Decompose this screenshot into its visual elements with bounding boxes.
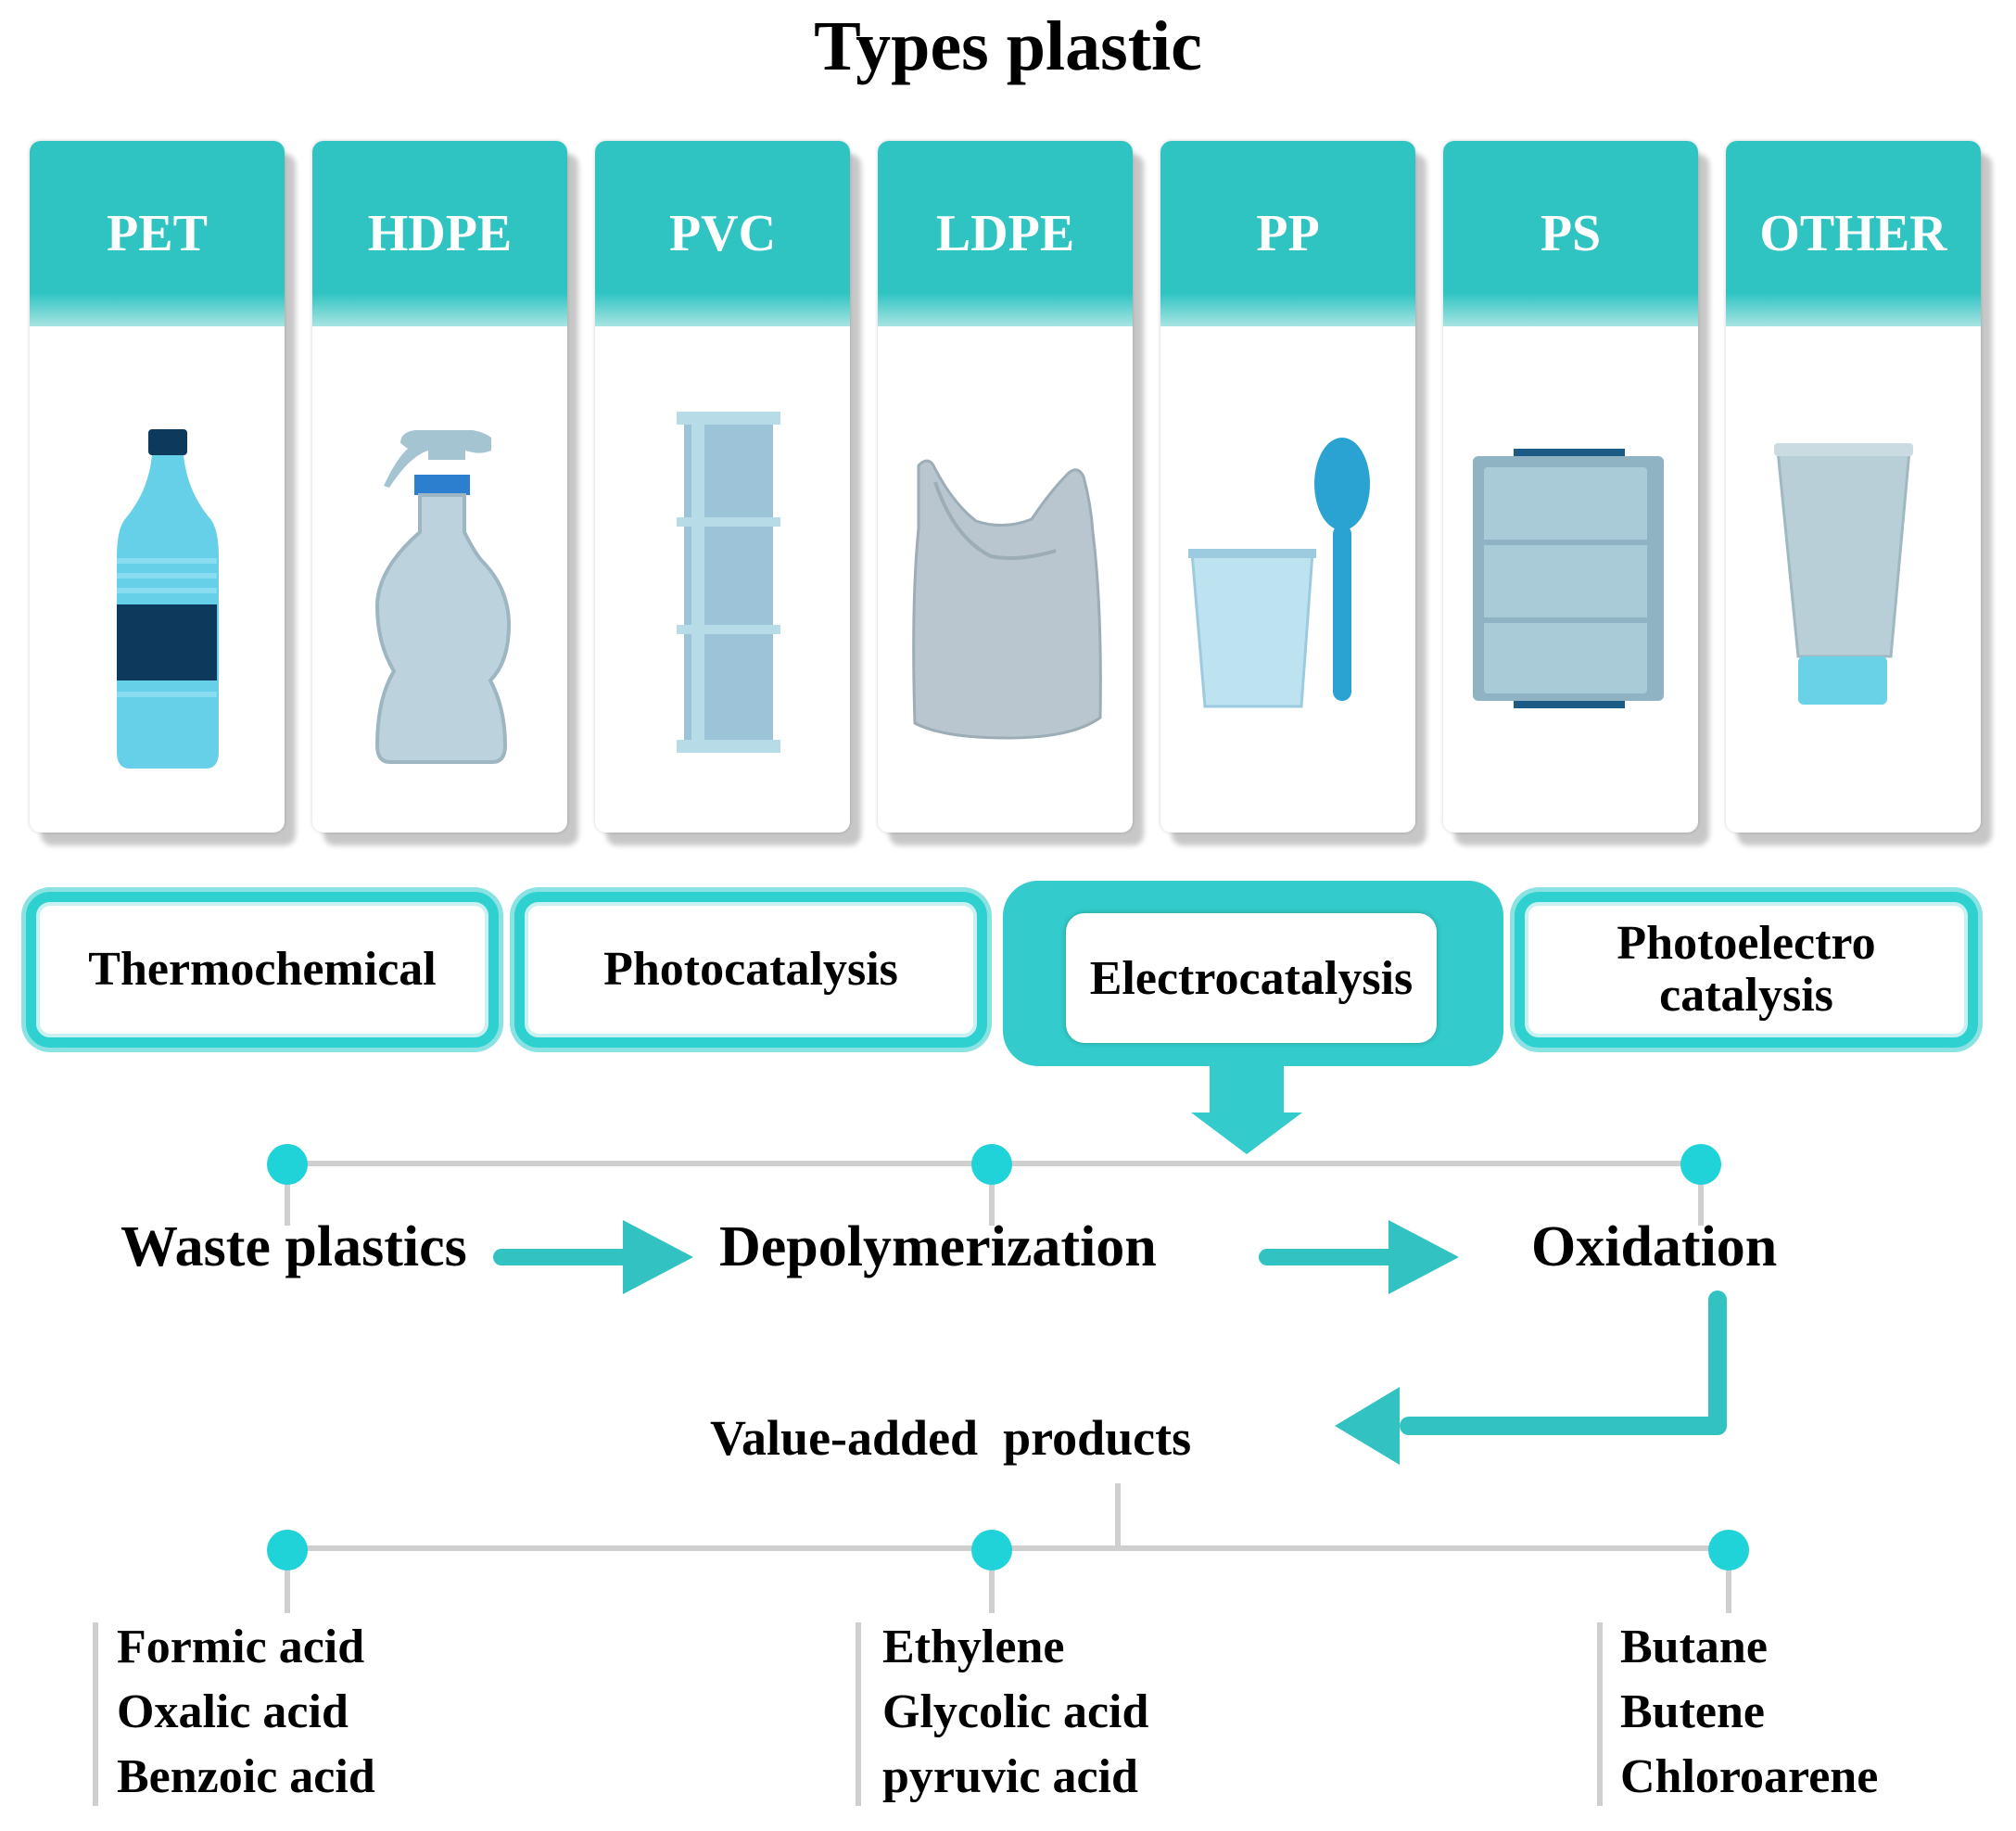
plastic-label: PP: [1160, 141, 1415, 326]
method-photocatalysis: Photocatalysis: [514, 892, 987, 1048]
food-container-icon: [1473, 449, 1664, 708]
step-depolymerization: Depolymerization: [719, 1215, 1157, 1278]
pipe-icon: [677, 412, 780, 753]
plastic-label: HDPE: [312, 141, 567, 326]
method-electrocatalysis: Electrocatalysis: [1066, 913, 1437, 1043]
product-item: Ethylene: [882, 1621, 1065, 1673]
spray-bottle-icon: [374, 430, 512, 764]
step-oxidation: Oxidation: [1531, 1215, 1778, 1278]
product-item: Glycolic acid: [882, 1685, 1149, 1738]
product-list-acids: Formic acid Oxalic acid Benzoic acid: [117, 1615, 375, 1810]
timeline-dot: [1708, 1530, 1749, 1570]
product-item: Butane: [1620, 1621, 1768, 1673]
page-title: Types plastic: [814, 7, 1202, 85]
plastic-bag-icon: [912, 459, 1102, 740]
plastic-label: PVC: [595, 141, 850, 326]
plastic-label: PS: [1443, 141, 1698, 326]
product-item: Benzoic acid: [117, 1750, 375, 1803]
tube-icon: [1774, 443, 1913, 705]
product-item: Butene: [1620, 1685, 1765, 1738]
method-label: Photoelectro catalysis: [1617, 917, 1876, 1022]
method-thermochemical: Thermochemical: [26, 892, 499, 1048]
timeline-dot: [267, 1530, 308, 1570]
plastic-card-ps: PS: [1443, 141, 1698, 833]
right-arrow-icon: [1259, 1220, 1459, 1294]
product-item: Oxalic acid: [117, 1685, 349, 1738]
products-title: Value-added products: [710, 1410, 1192, 1466]
right-arrow-icon: [493, 1220, 693, 1294]
product-item: Chloroarene: [1620, 1750, 1879, 1803]
plastic-label: LDPE: [878, 141, 1133, 326]
method-label: Photocatalysis: [603, 943, 898, 996]
down-arrow-icon: [1191, 1055, 1302, 1154]
timeline-dot: [267, 1144, 308, 1185]
step-waste-plastics: Waste plastics: [120, 1215, 467, 1278]
plastic-label: PET: [30, 141, 285, 326]
plastic-label: OTHER: [1726, 141, 1981, 326]
method-label: Thermochemical: [88, 943, 437, 996]
method-photoelectrocatalysis: Photoelectro catalysis: [1515, 892, 1978, 1048]
timeline-dot: [1680, 1144, 1721, 1185]
product-list-butane: Butane Butene Chloroarene: [1620, 1615, 1878, 1810]
plastic-card-pvc: PVC: [595, 141, 850, 833]
plastic-card-pet: PET: [30, 141, 285, 833]
product-list-ethylene: Ethylene Glycolic acid pyruvic acid: [882, 1615, 1148, 1810]
plastic-card-hdpe: HDPE: [312, 141, 567, 833]
elbow-arrow-icon: [1335, 1291, 1727, 1465]
product-item: pyruvic acid: [882, 1750, 1138, 1803]
plastic-card-pp: PP: [1160, 141, 1415, 833]
timeline-dot: [971, 1530, 1012, 1570]
timeline-dot: [971, 1144, 1012, 1185]
plastic-card-ldpe: LDPE: [878, 141, 1133, 833]
plastic-card-other: OTHER: [1726, 141, 1981, 833]
product-item: Formic acid: [117, 1621, 365, 1673]
cup-and-spoon-icon: [1188, 438, 1370, 708]
water-bottle-icon: [117, 429, 219, 769]
